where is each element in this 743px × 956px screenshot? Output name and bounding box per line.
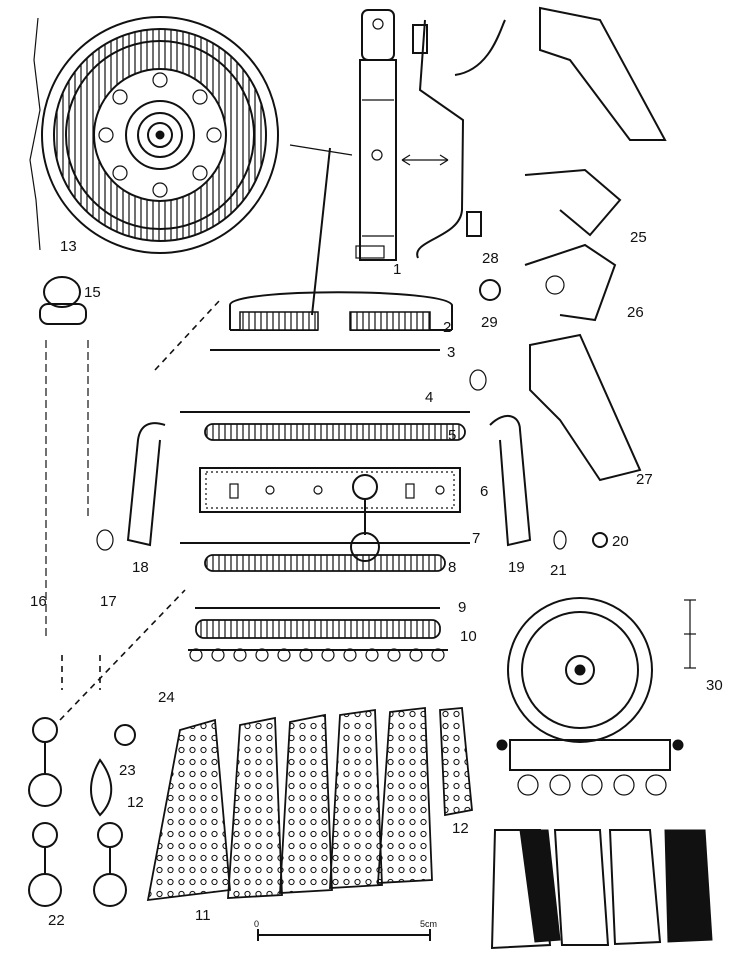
scale-end-label: 5cm <box>420 919 437 929</box>
figure-label-7: 7 <box>472 530 480 547</box>
figure-label-27: 27 <box>636 471 653 488</box>
twisted-bar-5 <box>204 423 466 441</box>
guide-dash <box>59 589 186 721</box>
figure-label-6: 6 <box>480 483 488 500</box>
bracket-holder-icon <box>229 147 453 331</box>
figure-label-20: 20 <box>612 533 629 550</box>
figure-label-11: 11 <box>195 907 211 924</box>
figure-label-17: 17 <box>100 593 117 610</box>
figure-label-25: 25 <box>630 229 647 246</box>
hook-19 <box>489 415 532 547</box>
leaf-pendant-icon <box>90 724 136 817</box>
scale-start-label: 0 <box>254 919 259 929</box>
clip-icon <box>539 6 667 141</box>
torn-edge-line <box>29 17 41 251</box>
figure-label-2: 2 <box>443 319 451 336</box>
bead-21 <box>553 530 567 550</box>
clip-27 <box>529 333 642 482</box>
figure-label-28: 28 <box>482 250 499 267</box>
figure-label-15: 15 <box>84 284 101 301</box>
twisted-bar-8 <box>204 554 446 572</box>
figure-label-13: 13 <box>60 238 77 255</box>
perforated-plate-icon <box>199 467 461 562</box>
figure-label-1: 1 <box>393 261 401 278</box>
chain-icon <box>39 276 89 640</box>
figure-label-16: 16 <box>30 593 47 610</box>
figure-label-12-right: 12 <box>452 820 469 837</box>
figure-label-19: 19 <box>508 559 525 576</box>
figure-label-30: 30 <box>706 677 723 694</box>
loop-bar-icon <box>188 619 448 662</box>
figure-label-9: 9 <box>458 599 466 616</box>
ball-pendant-icon <box>28 717 127 907</box>
disc-brooch-icon <box>41 16 279 254</box>
wire-pin-icon <box>416 19 506 259</box>
assembled-brooch-icon <box>490 597 713 950</box>
figure-label-12-left: 12 <box>127 794 144 811</box>
figure-label-26: 26 <box>627 304 644 321</box>
double-arrow <box>401 154 449 166</box>
figure-label-23: 23 <box>119 762 136 779</box>
figure-label-21: 21 <box>550 562 567 579</box>
plaque-pendant-icon <box>146 706 473 902</box>
hook-18 <box>126 422 166 547</box>
figure-label-29: 29 <box>481 314 498 331</box>
figure-label-18: 18 <box>132 559 149 576</box>
figure-label-4: 4 <box>425 389 433 406</box>
clip-25 <box>524 168 622 237</box>
pin-holder-icon <box>355 9 397 261</box>
bead <box>469 369 487 391</box>
scale-bar: 0 5cm <box>254 919 437 941</box>
figure-label-5: 5 <box>448 427 456 444</box>
arrow-line <box>289 144 353 156</box>
figure-label-8: 8 <box>448 559 456 576</box>
figure-label-3: 3 <box>447 344 455 361</box>
figure-label-22: 22 <box>48 912 65 929</box>
ring-20 <box>592 532 608 548</box>
ring-29 <box>479 279 501 301</box>
figure-label-10: 10 <box>460 628 477 645</box>
bead-28 <box>466 211 482 237</box>
clip-26 <box>524 243 617 322</box>
figure-label-24: 24 <box>158 689 175 706</box>
guide-dash <box>154 299 221 371</box>
bead <box>96 529 114 551</box>
